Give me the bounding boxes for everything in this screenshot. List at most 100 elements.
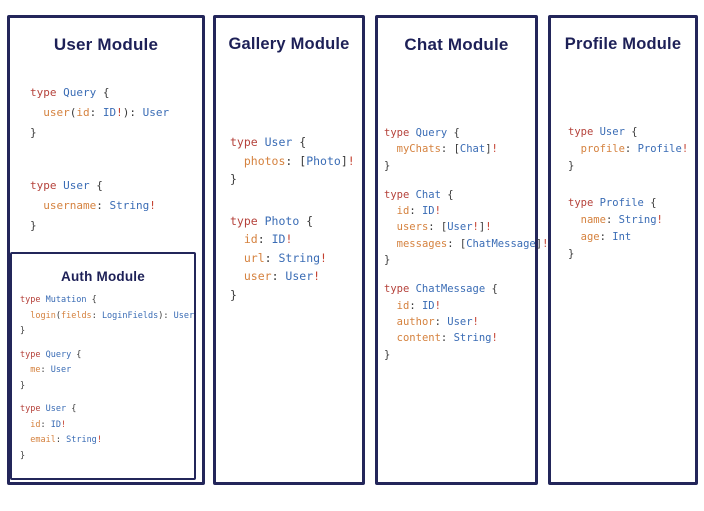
code-token: ! [434, 299, 441, 312]
user-module-panel: User Module type Query { user(id: ID!): … [7, 15, 205, 485]
code-token: type [30, 86, 64, 99]
code-token: { [71, 349, 82, 360]
code-line: } [30, 216, 169, 236]
code-token: profile [580, 143, 625, 156]
code-block: type Query { myChats: [Chat]!} [384, 125, 548, 174]
code-token [20, 311, 30, 321]
code-token: String [618, 213, 657, 226]
code-line: type Query { [20, 348, 194, 364]
code-token [384, 316, 397, 328]
code-token: } [20, 380, 26, 391]
code-line: me: User [20, 363, 194, 379]
code-line: myChats: [Chat]! [384, 141, 548, 157]
code-token: ): [122, 106, 143, 119]
code-token: ! [491, 143, 498, 156]
code-line: id: ID! [384, 203, 548, 219]
code-token: } [230, 172, 237, 186]
profile-module-code: type User { profile: Profile!}type Profi… [568, 124, 688, 263]
code-token: LoginFields [101, 310, 159, 321]
code-token: User [447, 315, 473, 328]
code-token [230, 269, 244, 283]
code-line: url: String! [230, 249, 355, 268]
code-token: { [292, 135, 307, 149]
code-token: type [568, 126, 600, 138]
code-token: } [568, 248, 575, 261]
code-token: type [30, 179, 64, 192]
code-token [384, 300, 397, 312]
code-token: ): [158, 310, 174, 321]
code-token: User [45, 404, 67, 414]
code-token: photos [243, 153, 286, 168]
code-token: Photo [264, 213, 300, 228]
code-token: { [86, 295, 97, 305]
chat-module-panel: Chat Module type Query { myChats: [Chat]… [375, 15, 548, 485]
code-line: type Query { [384, 125, 548, 141]
code-token: ID [421, 299, 435, 312]
code-line: type User { [568, 124, 688, 141]
code-block: type Profile { name: String! age: Int} [568, 195, 688, 264]
code-token: User [447, 221, 473, 234]
code-token: ! [96, 435, 102, 445]
code-line: email: String! [20, 433, 194, 449]
code-token: type [20, 295, 46, 305]
code-token: { [66, 404, 77, 414]
profile-module-title: Profile Module [564, 35, 682, 53]
code-block: type User { photos: [Photo]!} [230, 133, 355, 189]
code-token: : [264, 250, 279, 265]
code-token: ( [69, 106, 77, 119]
code-line: type Photo { [230, 212, 355, 231]
code-token: : [ [440, 143, 460, 156]
code-block: type Query { me: User} [20, 348, 194, 395]
auth-module-code: type Mutation { login(fields: LoginField… [20, 293, 194, 464]
gallery-module-title: Gallery Module [228, 35, 350, 53]
code-line: type ChatMessage { [384, 281, 548, 297]
profile-module-panel: Profile Module type User { profile: Prof… [548, 15, 698, 485]
code-line: username: String! [30, 196, 169, 216]
code-token [230, 251, 244, 265]
code-token: : [440, 332, 454, 345]
code-line: id: ID! [384, 298, 548, 314]
code-token: messages [396, 237, 448, 250]
code-token: { [440, 188, 454, 201]
code-token: type [20, 349, 46, 360]
code-block: type User { id: ID! email: String!} [20, 402, 194, 464]
code-token: type [20, 404, 46, 414]
code-line: type Chat { [384, 187, 548, 203]
code-token: } [384, 254, 391, 267]
code-token: : [ [447, 237, 467, 250]
code-token: ] [340, 153, 348, 168]
user-module-code: type Query { user(id: ID!): User}type Us… [30, 83, 169, 236]
code-line: } [230, 286, 355, 305]
code-token: id [396, 205, 410, 218]
code-token: user [243, 269, 272, 283]
code-token: : [434, 315, 448, 328]
code-token: : [91, 310, 102, 321]
code-token: author [396, 315, 435, 328]
code-token: : [96, 199, 110, 212]
code-token: ID [421, 205, 435, 218]
code-token [384, 238, 397, 250]
code-line: } [384, 252, 548, 268]
code-line: user: User! [230, 267, 355, 286]
code-token: username [43, 199, 97, 212]
code-token: ID [50, 419, 61, 430]
code-line: profile: Profile! [568, 141, 689, 158]
code-token: ID [271, 232, 286, 246]
code-token: User [142, 106, 170, 119]
code-token: } [30, 126, 37, 139]
chat-module-title: Chat Module [404, 35, 509, 54]
code-token: ] [478, 221, 486, 234]
code-line: type Mutation { [20, 293, 194, 309]
code-line: user(id: ID!): User [30, 103, 169, 123]
code-token: { [643, 196, 657, 209]
code-line: id: ID! [230, 230, 355, 249]
code-token [384, 332, 397, 344]
code-token: id [76, 106, 90, 119]
code-token [230, 154, 244, 168]
code-line: type User { [230, 133, 355, 152]
code-token: type [384, 188, 416, 201]
code-token: ID [102, 106, 117, 119]
chat-module-code: type Query { myChats: [Chat]!} type Chat … [384, 125, 548, 363]
code-block: type User { profile: Profile!} [568, 124, 688, 176]
code-token: User [264, 135, 293, 149]
